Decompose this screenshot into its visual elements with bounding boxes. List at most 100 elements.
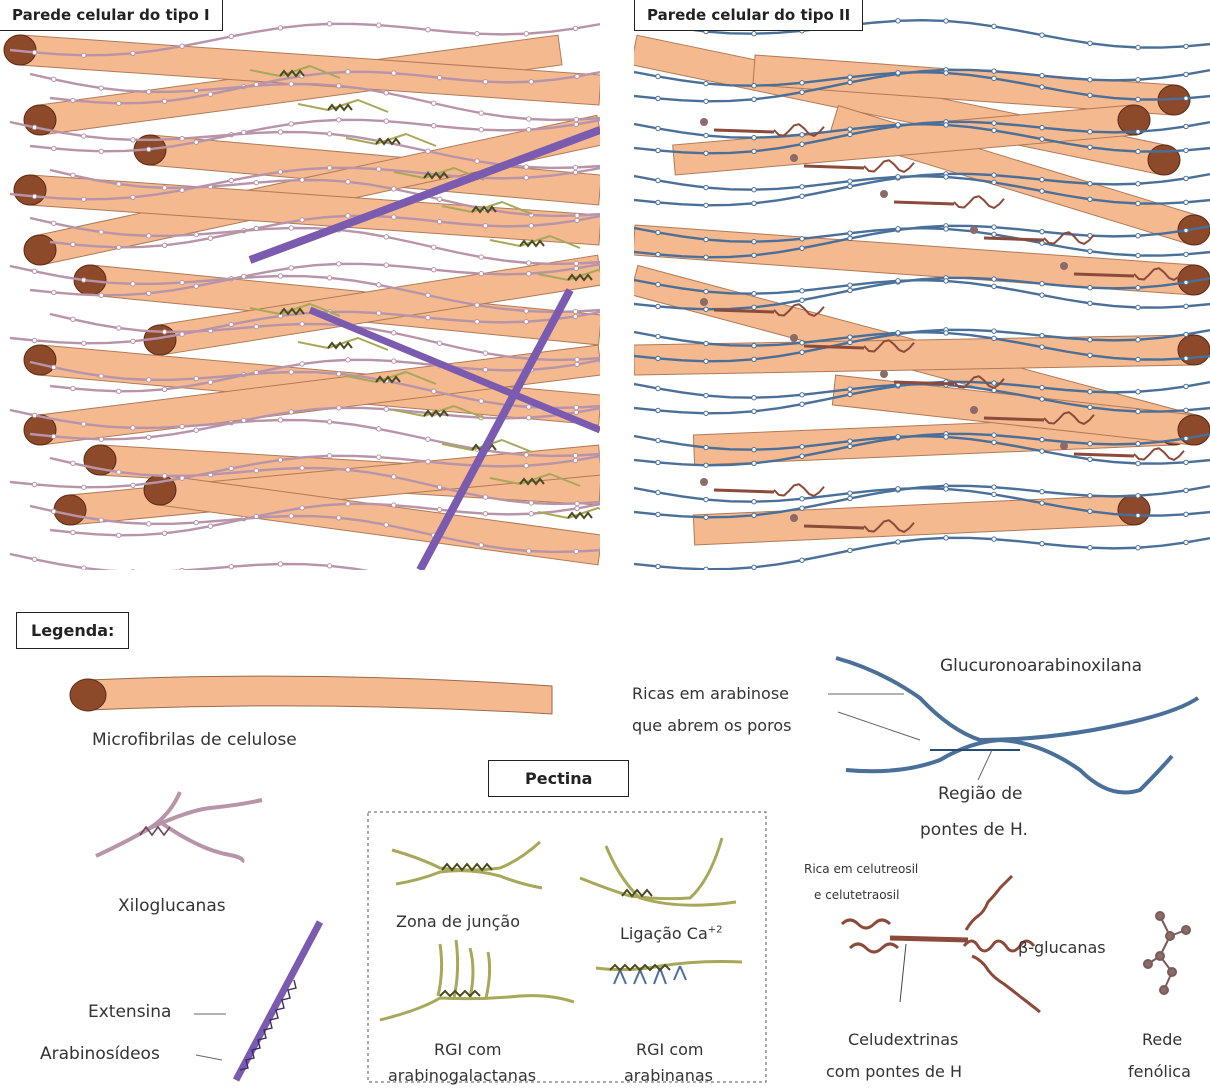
gax-label: Glucuronoarabinoxilana [940,656,1142,676]
type-2-wall-title: Parede celular do tipo II [634,0,863,31]
polymer-bead [180,332,184,336]
polymer-bead [848,288,852,292]
microfibril-end [24,235,56,265]
polymer-bead [704,411,708,415]
polymer-bead [992,329,996,333]
xyloglucan-symbol [96,792,262,862]
polymer-bead [300,362,304,366]
polymer-bead [800,246,804,250]
polymer-bead [162,330,166,334]
polymer-bead [483,368,487,372]
polymer-bead [573,309,577,313]
polymer-bead [752,396,756,400]
polymer-bead [656,282,660,286]
polymer-bead [327,166,331,170]
polymer-bead [180,188,184,192]
type-2-wall-drawing [634,10,1210,570]
polymer-bead [131,51,135,55]
polymer-bead [992,24,996,28]
polymer-bead [131,282,135,286]
polymer-bead [208,236,212,240]
polymer-bead [527,549,531,553]
polymer-bead [848,132,852,136]
polymer-bead [82,134,86,138]
polymer-bead [527,416,531,420]
polymer-bead [944,331,948,335]
polymer-bead [346,358,350,362]
calcium-charge: +2 [708,925,723,936]
polymer-bead [1136,513,1140,517]
polymer-bead [52,365,56,369]
polymer-bead [32,482,36,486]
polymer-bead [1184,488,1188,492]
polymer-bead [992,433,996,437]
polymer-bead [479,128,483,132]
polymer-bead [1136,286,1140,290]
phenolic-network-symbol [1144,912,1190,994]
polymer-bead [392,215,396,219]
pectin-rgi-arabinan-symbol [596,962,742,985]
polymer-bead [71,530,75,534]
polymer-bead [944,123,948,127]
phenolic-node [1060,442,1068,450]
polymer-bead [289,122,293,126]
polymer-bead [278,458,282,462]
cellodextrin-bridge [1074,454,1134,456]
polymer-bead [992,440,996,444]
polymer-bead [992,121,996,125]
polymer-bead [656,408,660,412]
polymer-bead [1136,234,1140,238]
polymer-bead [800,454,804,458]
polymer-bead [1184,512,1188,516]
polymer-bead [384,91,388,95]
polymer-bead [574,410,578,414]
polymer-bead [752,292,756,296]
polymer-bead [131,195,135,199]
phenolic-node [700,118,708,126]
polymer-bead [800,142,804,146]
polymer-bead [229,466,233,470]
polymer-bead [208,380,212,384]
polymer-bead [944,536,948,540]
polymer-bead [1136,201,1140,205]
polymer-bead [99,149,103,153]
polymer-bead [117,245,121,249]
polymer-bead [52,146,56,150]
polymer-bead [656,438,660,442]
polymer-bead [656,96,660,100]
beta-glucan-label: β-glucanas [1018,938,1106,957]
cellodextrin-label-1: Celudextrinas [848,1030,958,1049]
polymer-bead [52,290,56,294]
polymer-bead [752,240,756,244]
polymer-bead [944,19,948,23]
polymer-bead [82,566,86,570]
polymer-bead [527,272,531,276]
polymer-bead [800,393,804,397]
polymer-bead [147,378,151,382]
polymer-bead [1040,125,1044,129]
polymer-bead [656,356,660,360]
polymer-bead [529,501,533,505]
polymer-bead [1184,436,1188,440]
polymer-bead [208,92,212,96]
polymer-bead [1040,189,1044,193]
polymer-bead [1136,305,1140,309]
polymer-bead [254,468,258,472]
pectin-junction-zone-symbol [392,842,542,888]
polymer-bead [432,389,436,393]
polymer-bead [704,567,708,570]
polymer-bead [704,341,708,345]
polymer-bead [162,186,166,190]
polymer-bead [147,147,151,151]
polymer-bead [752,344,756,348]
polymer-bead [1040,85,1044,89]
microfibril-end [1118,495,1150,525]
polymer-bead [180,476,184,480]
phenolic-node [1060,262,1068,270]
polymer-bead [1184,540,1188,544]
polymer-bead [752,357,756,361]
polymer-bead [180,136,184,140]
polymer-bead [1184,384,1188,388]
polymer-bead [704,151,708,155]
polymer-bead [377,311,381,315]
